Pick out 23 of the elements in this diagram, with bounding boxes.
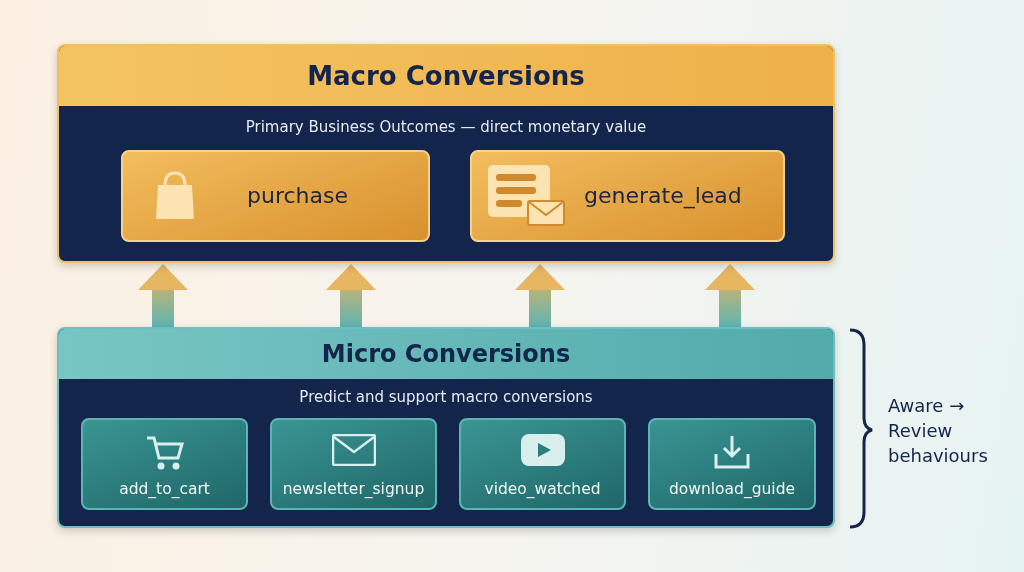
arrow <box>138 264 188 327</box>
node-label: purchase <box>247 183 348 208</box>
conversion-card <box>648 418 816 510</box>
conversion-card <box>270 418 437 510</box>
side-note: Aware → Review behaviours <box>888 394 989 468</box>
node-label: newsletter_signup <box>281 480 426 498</box>
conversion-card <box>459 418 626 510</box>
node-label: generate_lead <box>584 183 742 208</box>
conversion-card <box>121 150 430 242</box>
arrow <box>515 264 565 327</box>
node-label: add_to_cart <box>118 480 211 498</box>
node-label: video_watched <box>483 480 602 498</box>
subtitle: Predict and support macro conversions <box>298 388 594 406</box>
subtitle: Primary Business Outcomes — direct monetary value <box>244 118 648 136</box>
arrow <box>705 264 755 327</box>
section-title: Macro Conversions <box>59 46 833 106</box>
conversion-card <box>81 418 248 510</box>
section-title: Micro Conversions <box>59 329 833 379</box>
group-panel <box>57 44 835 263</box>
node-label: download_guide <box>667 480 796 498</box>
arrow <box>326 264 376 327</box>
group-panel <box>57 327 835 528</box>
conversion-card <box>470 150 785 242</box>
